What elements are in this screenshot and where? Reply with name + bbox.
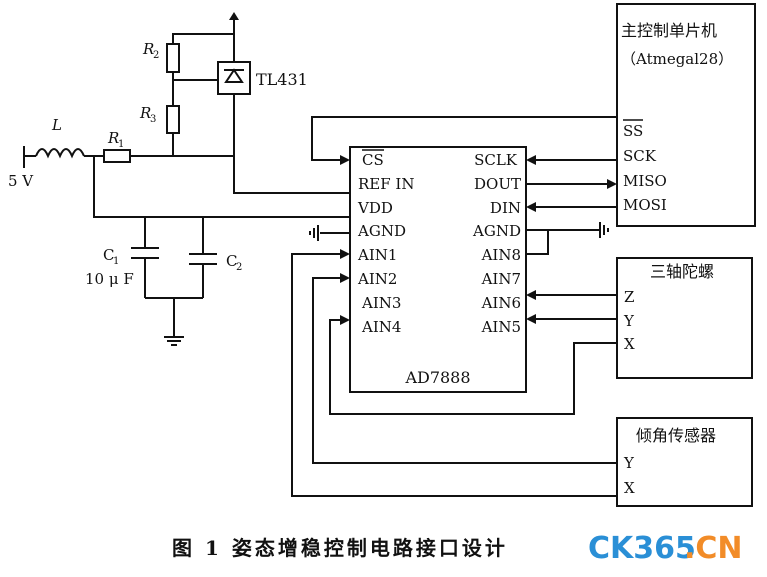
gyro-block: 三轴陀螺 Z Y X bbox=[616, 257, 753, 379]
mcu-title: 主控制单片机 bbox=[621, 21, 717, 40]
tl431-box bbox=[217, 61, 251, 95]
gyro-pin-y: Y bbox=[623, 312, 635, 330]
inductor-symbol bbox=[35, 148, 85, 159]
gyro-title: 三轴陀螺 bbox=[650, 262, 714, 281]
r2-label-sub: 2 bbox=[153, 50, 159, 61]
mcu-pin-ss: SS bbox=[623, 122, 643, 140]
r3-label: R bbox=[139, 104, 151, 122]
c2-label-sub: 2 bbox=[236, 262, 242, 273]
c1-value: 10 μ F bbox=[85, 270, 134, 288]
wire-ain8-agnd bbox=[526, 230, 549, 255]
wire-refin bbox=[233, 156, 350, 194]
adc-block: CS REF IN VDD AGND AIN1 AIN2 AIN3 AIN4 S… bbox=[349, 146, 527, 393]
mcu-box bbox=[616, 3, 756, 227]
adc-pin-dout: DOUT bbox=[474, 175, 521, 193]
mcu-block: 主控制单片机 （Atmegal28） SS SCK MISO MOSI bbox=[616, 3, 756, 227]
adc-pin-agnd-right: AGND bbox=[472, 222, 521, 240]
arrow-ain3 bbox=[340, 315, 350, 325]
adc-pin-agnd-left: AGND bbox=[357, 222, 406, 240]
adc-pin-ain8: AIN8 bbox=[481, 246, 521, 264]
r3-label-sub: 3 bbox=[150, 114, 156, 125]
r2-label: R bbox=[142, 40, 154, 58]
r1-label: R bbox=[107, 129, 119, 147]
arrow-ain6 bbox=[526, 290, 536, 300]
adc-pin-ain1: AIN1 bbox=[357, 246, 397, 264]
gyro-pin-z: Z bbox=[624, 288, 634, 306]
adc-pin-cs: CS bbox=[362, 151, 384, 169]
arrow-ain5 bbox=[526, 314, 536, 324]
adc-pin-ain7: AIN7 bbox=[481, 270, 521, 288]
wire-vdd-bus bbox=[93, 156, 350, 218]
resistor-r1 bbox=[103, 149, 131, 163]
arrow-cs bbox=[340, 155, 350, 165]
adc-pin-ain3: AIN3 bbox=[361, 294, 401, 312]
wire-ss-cs bbox=[311, 116, 617, 161]
c1-label-sub: 1 bbox=[113, 256, 119, 267]
tilt-pin-x: X bbox=[624, 479, 635, 497]
r1-label-sub: 1 bbox=[118, 139, 124, 150]
adc-box bbox=[349, 146, 527, 393]
adc-pin-ain2: AIN2 bbox=[357, 270, 397, 288]
spi-wires bbox=[311, 116, 617, 212]
adc-pin-sclk: SCLK bbox=[474, 151, 518, 169]
tl431-label: TL431 bbox=[256, 70, 308, 89]
adc-pin-refin: REF IN bbox=[358, 175, 414, 193]
resistor-r2 bbox=[166, 43, 180, 73]
c2-label: C bbox=[226, 252, 237, 270]
tilt-pin-y: Y bbox=[623, 454, 635, 472]
tilt-wires bbox=[291, 249, 617, 497]
watermark-part1: CK365 bbox=[588, 531, 696, 566]
arrow-ain2 bbox=[340, 273, 350, 283]
figure-caption: 图 1 姿态增稳控制电路接口设计 bbox=[172, 536, 508, 560]
arrow-sclk bbox=[526, 155, 536, 165]
adc-pin-vdd: VDD bbox=[357, 199, 393, 217]
resistor-r3 bbox=[166, 105, 180, 134]
gyro-wires bbox=[329, 290, 617, 415]
supply-label: 5 V bbox=[8, 172, 34, 190]
mcu-subtitle: （Atmegal28） bbox=[621, 50, 733, 68]
arrow-ain1 bbox=[340, 249, 350, 259]
tilt-title: 倾角传感器 bbox=[636, 426, 716, 445]
adc-pin-ain5: AIN5 bbox=[481, 318, 521, 336]
adc-pin-din: DIN bbox=[490, 199, 521, 217]
adc-pin-ain6: AIN6 bbox=[481, 294, 521, 312]
inductor-label: L bbox=[51, 116, 62, 134]
mcu-pin-mosi: MOSI bbox=[623, 196, 667, 214]
agnd-right-ground bbox=[526, 222, 609, 255]
reference-circuit: 5 V L R 1 R 3 R 2 TL bbox=[8, 12, 350, 346]
watermark-logo: CK365 .CN bbox=[588, 531, 743, 566]
mcu-pin-miso: MISO bbox=[623, 172, 667, 190]
adc-pin-ain4: AIN4 bbox=[361, 318, 401, 336]
gyro-pin-x: X bbox=[624, 335, 635, 353]
watermark-part2: .CN bbox=[684, 531, 743, 566]
c1-label: C bbox=[103, 246, 114, 264]
vcc-arrow-icon bbox=[229, 12, 239, 20]
arrow-din bbox=[526, 202, 536, 212]
mcu-pin-sck: SCK bbox=[623, 147, 657, 165]
wire-gyro-x-ain3 bbox=[329, 319, 617, 415]
arrow-miso bbox=[607, 179, 617, 189]
adc-name: AD7888 bbox=[404, 368, 470, 387]
tilt-block: 倾角传感器 Y X bbox=[616, 417, 753, 507]
wire-r2-top bbox=[172, 33, 234, 44]
wire-tilt-y-ain2 bbox=[312, 277, 617, 464]
agnd-left-ground bbox=[309, 225, 350, 241]
wire-tilt-x-ain1 bbox=[291, 253, 617, 497]
tl431-diode-icon bbox=[224, 68, 244, 83]
